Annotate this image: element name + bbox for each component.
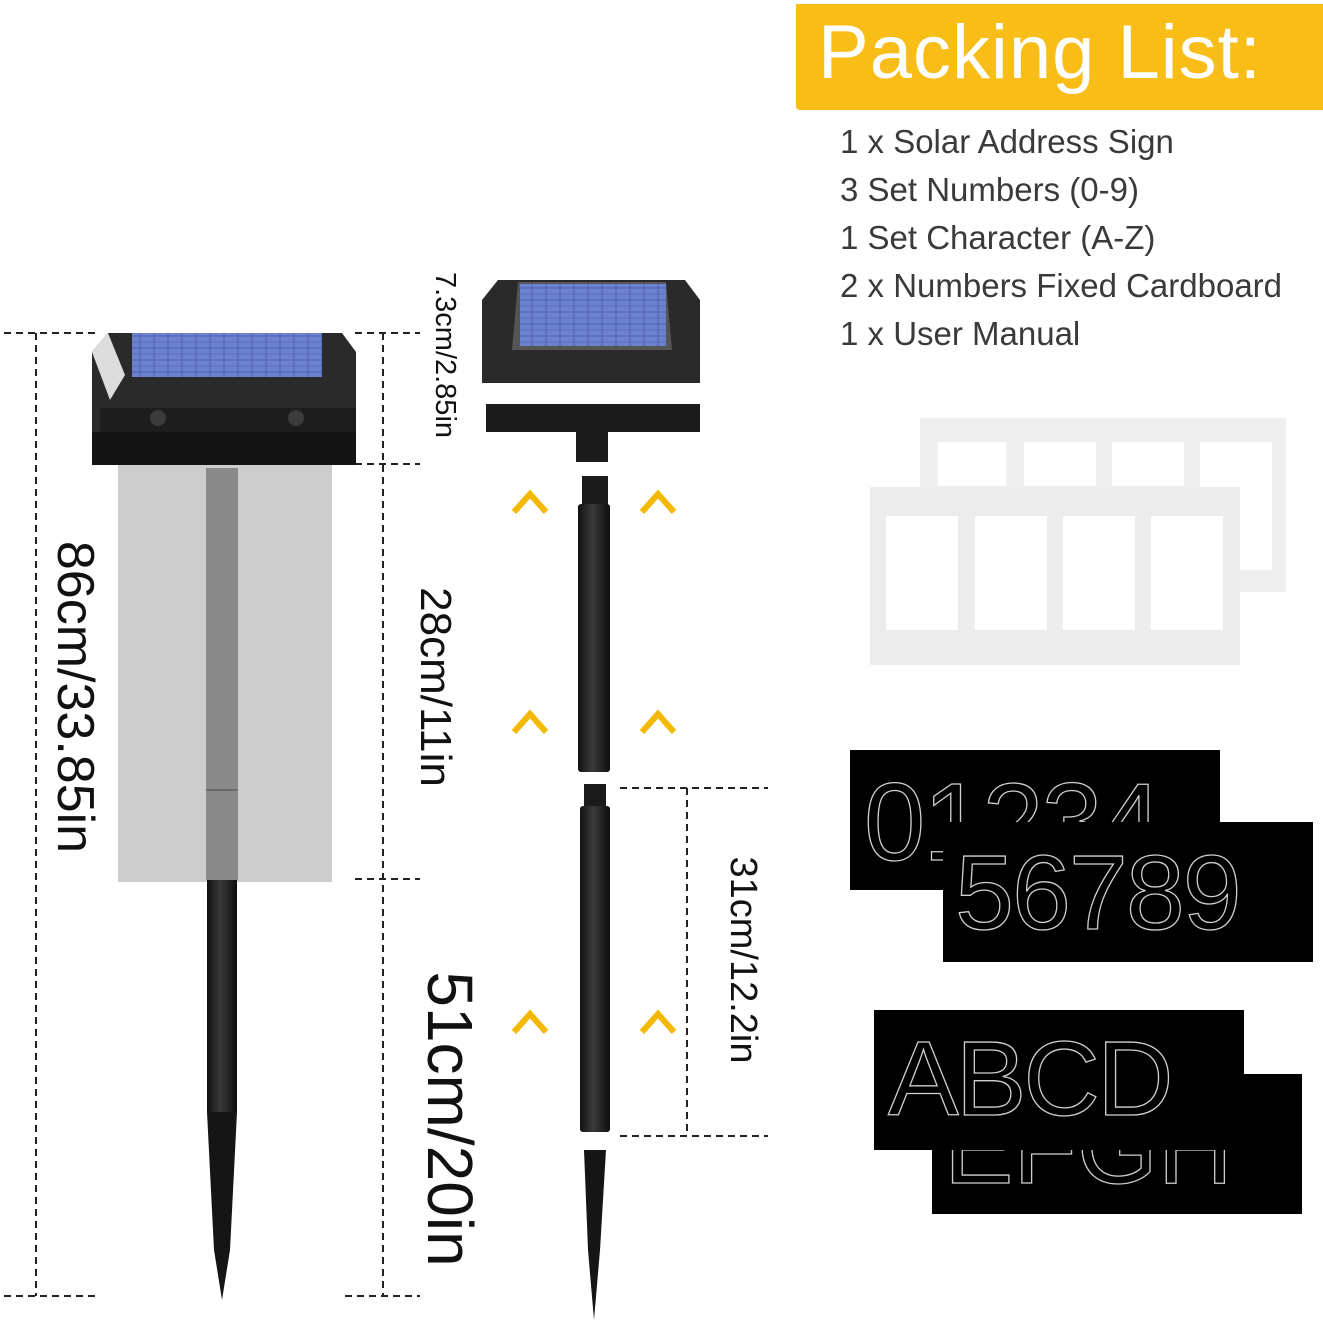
product-diagram bbox=[4, 280, 768, 1320]
arrow-icon bbox=[511, 489, 549, 620]
solar-panel bbox=[132, 333, 322, 377]
number-card-5-9: 56789 bbox=[943, 822, 1313, 962]
exploded-solar-head bbox=[482, 280, 700, 462]
arrow-icon bbox=[511, 1009, 549, 1135]
packing-list-item: 1 Set Character (A-Z) bbox=[840, 219, 1156, 256]
total-height-label: 86cm/33.85in bbox=[46, 540, 104, 854]
letter-card-text: ABCD bbox=[887, 1020, 1174, 1138]
panel-height-label: 28cm/11in bbox=[411, 587, 460, 787]
pole bbox=[207, 880, 237, 1112]
packing-list-item: 1 x User Manual bbox=[840, 315, 1081, 352]
dimension-lines-right bbox=[620, 787, 768, 1137]
pole-segment-upper bbox=[578, 504, 610, 772]
packing-list-title: Packing List: bbox=[818, 10, 1262, 95]
pole-segment-label: 31cm/12.2in bbox=[722, 856, 764, 1064]
stake-height-label: 51cm/20in bbox=[414, 971, 486, 1267]
packing-list: 1 x Solar Address Sign 3 Set Numbers (0-… bbox=[840, 118, 1323, 358]
letter-card-a-d: ABCD bbox=[874, 1010, 1244, 1150]
arrow-icon bbox=[639, 709, 677, 840]
packing-list-banner: Packing List: bbox=[796, 4, 1323, 110]
packing-list-item: 3 Set Numbers (0-9) bbox=[840, 171, 1139, 208]
arrow-icon bbox=[639, 489, 677, 620]
ground-stake-exploded bbox=[584, 1150, 606, 1320]
packing-list-item: 1 x Solar Address Sign bbox=[840, 123, 1174, 160]
arrow-icon bbox=[511, 709, 549, 840]
solar-panel-exploded bbox=[520, 284, 666, 346]
exploded-pole bbox=[578, 476, 610, 1320]
ground-stake bbox=[207, 1112, 237, 1300]
number-card-text: 56789 bbox=[954, 834, 1242, 952]
pole-behind-panel bbox=[206, 468, 238, 880]
pole-segment-lower bbox=[580, 806, 610, 1132]
head-height-label: 7.3cm/2.85in bbox=[429, 271, 461, 439]
assembled-sign bbox=[92, 333, 356, 1300]
arrow-icon bbox=[639, 1009, 677, 1135]
packing-list-item: 2 x Numbers Fixed Cardboard bbox=[840, 267, 1283, 304]
assembly-arrows bbox=[511, 489, 677, 1135]
dimension-lines-left bbox=[4, 332, 420, 1297]
